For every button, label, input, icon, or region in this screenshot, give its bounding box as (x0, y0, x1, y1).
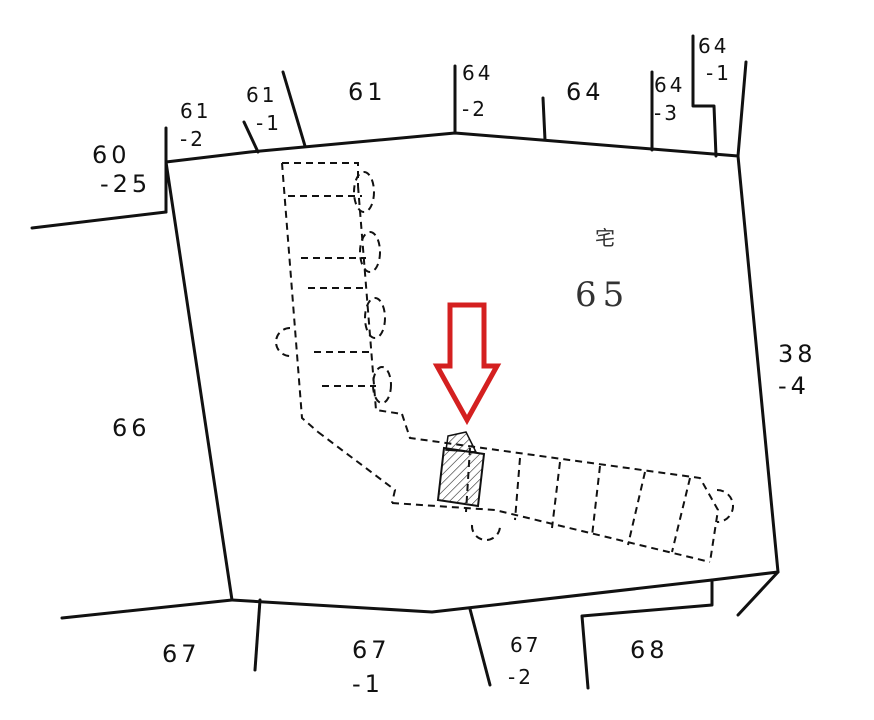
parcel-label-64-3: 64 -3 (654, 73, 685, 125)
svg-text:-1: -1 (706, 61, 732, 85)
svg-text:-25: -25 (100, 170, 151, 198)
parcel-label-67-1: 67 -1 (352, 636, 391, 698)
svg-text:-1: -1 (256, 111, 282, 135)
svg-text:-2: -2 (508, 665, 534, 689)
svg-text:64: 64 (698, 34, 729, 58)
building-outline (275, 162, 734, 563)
neighbor-boundaries (30, 34, 780, 690)
target-unit-top (445, 431, 478, 453)
svg-text:67: 67 (352, 636, 391, 664)
parcel-label-64-2: 64 -2 (462, 61, 493, 121)
svg-text:60: 60 (92, 141, 131, 169)
svg-text:-3: -3 (654, 101, 680, 125)
svg-text:-2: -2 (462, 97, 488, 121)
svg-text:64: 64 (462, 61, 493, 85)
parcel-65-boundary (164, 131, 780, 614)
svg-text:67: 67 (510, 633, 541, 657)
svg-text:-4: -4 (778, 372, 810, 400)
parcel-label-64-1: 64 -1 (698, 34, 732, 85)
parcel-65-number: 65 (575, 275, 630, 315)
target-unit-hatched (436, 446, 486, 508)
parcel-label-68: 68 (630, 636, 669, 664)
parcel-label-66: 66 (112, 414, 151, 442)
svg-text:61: 61 (246, 83, 277, 107)
parcel-label-38-4: 38 -4 (778, 340, 817, 400)
parcel-label-61: 61 (348, 78, 387, 106)
svg-text:64: 64 (654, 73, 685, 97)
parcel-label-60-25: 60 -25 (92, 141, 151, 198)
svg-text:61: 61 (180, 99, 211, 123)
land-category-mark: 宅 (595, 226, 615, 250)
svg-text:38: 38 (778, 340, 817, 368)
parcel-label-61-2: 61 -2 (180, 99, 211, 151)
parcel-label-64: 64 (566, 78, 605, 106)
svg-text:-2: -2 (180, 127, 206, 151)
parcel-label-67: 67 (162, 640, 201, 668)
parcel-label-67-2: 67 -2 (508, 633, 541, 689)
down-arrow-icon (432, 302, 502, 426)
svg-text:-1: -1 (352, 670, 384, 698)
parcel-label-61-1: 61 -1 (246, 83, 282, 135)
